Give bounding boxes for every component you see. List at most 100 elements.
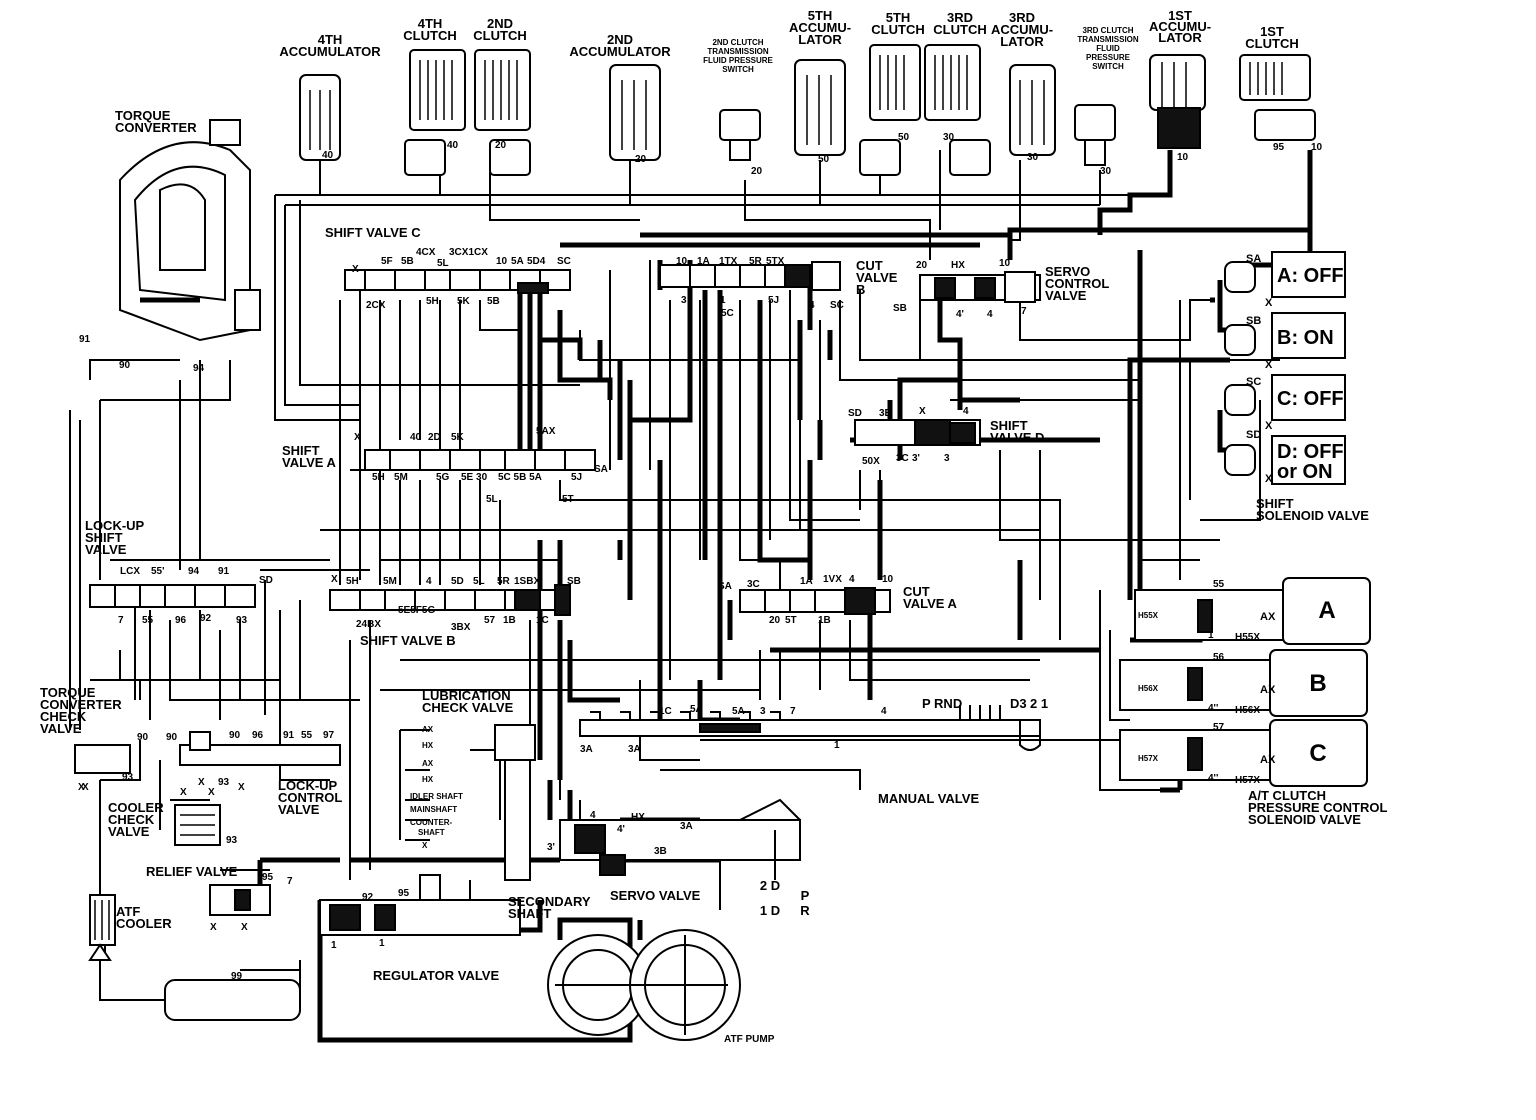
- port-label: 3': [547, 842, 555, 853]
- port-label: 20: [916, 260, 928, 271]
- port-label: 5C 5B 5A: [498, 472, 542, 483]
- shift-solenoid-valves: [1224, 251, 1346, 485]
- accum-4th-label: 4TH: [318, 32, 343, 47]
- accumulator-5th: [794, 59, 846, 156]
- port-label: 5A: [690, 704, 703, 715]
- clutch-3rd-label: 3RD: [947, 10, 973, 25]
- shift-solenoid-b-port: SB: [1246, 315, 1261, 327]
- port-label: X: [82, 782, 89, 793]
- servo-valve-position: R: [800, 903, 810, 918]
- port-label: 1: [379, 938, 385, 949]
- accumulator-2nd: [609, 64, 661, 161]
- port-label: 7: [1021, 306, 1027, 317]
- cut-valve-b: [659, 261, 841, 291]
- port-label: 5K: [451, 432, 465, 443]
- secondary-shaft-label: SHAFT: [508, 906, 551, 921]
- clutch-1st-label: 1ST: [1260, 24, 1284, 39]
- sw-3rd-label: TRANSMISSION: [1077, 35, 1139, 44]
- port-label: SB: [567, 576, 581, 587]
- relief-valve-body: [209, 884, 271, 916]
- port-label: 5R: [497, 576, 511, 587]
- port-label: 50: [898, 132, 910, 143]
- port-label: 93: [218, 777, 230, 788]
- port-label: 50: [818, 154, 830, 165]
- atf-cooler-label: ATF: [116, 904, 140, 919]
- port-label: SD: [848, 408, 862, 419]
- port-label: X: [210, 922, 217, 933]
- lubrication-port-label: SHAFT: [418, 828, 445, 837]
- port-label: 92: [200, 613, 212, 624]
- clutch-3rd-label: CLUTCH: [933, 22, 986, 37]
- port-label: 20: [635, 154, 647, 165]
- lockup-control-valve-body: [179, 731, 341, 766]
- clutch-pressure-solenoid-b-inlet: 4'': [1208, 703, 1218, 714]
- shift-valve-c: [344, 269, 571, 294]
- regulator-valve-body: [319, 874, 521, 936]
- port-label: X: [238, 782, 245, 793]
- port-label: 3': [912, 453, 920, 464]
- lubrication-port-label: HX: [422, 741, 434, 750]
- clutch-pressure-solenoid-b-drain: AX: [1260, 684, 1276, 696]
- port-label: SB: [893, 303, 907, 314]
- cut-valve-a-label: CUT: [903, 584, 930, 599]
- port-label: 10: [1177, 152, 1189, 163]
- at-clutch-solenoid-label: SOLENOID VALVE: [1248, 812, 1361, 827]
- port-label: 1TX: [719, 256, 738, 267]
- clutch-pressure-solenoid-b-port: 56: [1213, 652, 1225, 663]
- relief-valve-label: RELIEF VALVE: [146, 864, 238, 879]
- clutch-pressure-solenoid-c-feedback: H57X: [1138, 754, 1159, 763]
- lubrication-port-label: COUNTER-: [410, 818, 453, 827]
- port-label: 4: [809, 300, 815, 311]
- port-label: 5D: [451, 576, 464, 587]
- port-label: 95: [398, 888, 410, 899]
- lubrication-port-label: AX: [422, 725, 434, 734]
- port-label: 3BX: [451, 622, 471, 633]
- thin-hydraulic-lines: [69, 150, 1280, 1001]
- port-label: 1C: [536, 615, 549, 626]
- port-label: 3: [681, 295, 687, 306]
- port-label: 20: [751, 166, 763, 177]
- shift-solenoid-valve-label: SOLENOID VALVE: [1256, 508, 1369, 523]
- port-label: 5M: [394, 472, 408, 483]
- port-label: 3CX1CX: [449, 247, 488, 258]
- port-label: SA: [594, 464, 608, 475]
- port-label: 3: [760, 706, 766, 717]
- clutch-pressure-solenoid-c-inlet: 4'': [1208, 773, 1218, 784]
- shift-valve-a-label: VALVE A: [282, 455, 337, 470]
- accum-3rd-label: 3RD: [1009, 10, 1035, 25]
- port-label: 20: [495, 140, 507, 151]
- port-label: 90: [119, 360, 131, 371]
- port-label: 4: [963, 406, 969, 417]
- clutch-pressure-solenoid-c-port: 57: [1213, 722, 1225, 733]
- port-label: 4: [987, 309, 993, 320]
- port-label: 91: [283, 730, 295, 741]
- sw-3rd-label: 3RD CLUTCH: [1082, 26, 1133, 35]
- accum-1st-label: ACCUMU-: [1149, 19, 1211, 34]
- port-label: 5B: [487, 296, 500, 307]
- port-label: 5J: [768, 295, 779, 306]
- torque-converter: [119, 119, 261, 342]
- accumulator-3rd: [1009, 64, 1056, 156]
- secondary-shaft-label: SECONDARY: [508, 894, 591, 909]
- port-label: 40: [410, 432, 422, 443]
- cooler-check-valve-label: COOLER: [108, 800, 164, 815]
- port-label: 5A: [511, 256, 524, 267]
- port-label: 5G: [436, 472, 450, 483]
- port-label: 5R: [749, 256, 763, 267]
- accum-2nd-label: 2ND: [607, 32, 633, 47]
- port-label: 91: [79, 334, 91, 345]
- port-label: 4': [956, 309, 964, 320]
- port-label: 93: [236, 615, 248, 626]
- servo-valve-body: [559, 798, 801, 880]
- accum-3rd-label: ACCUMU-: [991, 22, 1053, 37]
- shift-valve-b: [329, 584, 571, 616]
- shift-solenoid-c-port: SC: [1246, 376, 1261, 388]
- at-clutch-solenoid-label: PRESSURE CONTROL: [1248, 800, 1387, 815]
- shift-solenoid-d-state: D: OFF: [1277, 441, 1344, 463]
- port-label: 7: [287, 876, 293, 887]
- port-label: 1: [331, 940, 337, 951]
- lockup-shift-valve-label: LOCK-UP: [85, 518, 145, 533]
- sw-2nd-label: 2ND CLUTCH: [712, 38, 763, 47]
